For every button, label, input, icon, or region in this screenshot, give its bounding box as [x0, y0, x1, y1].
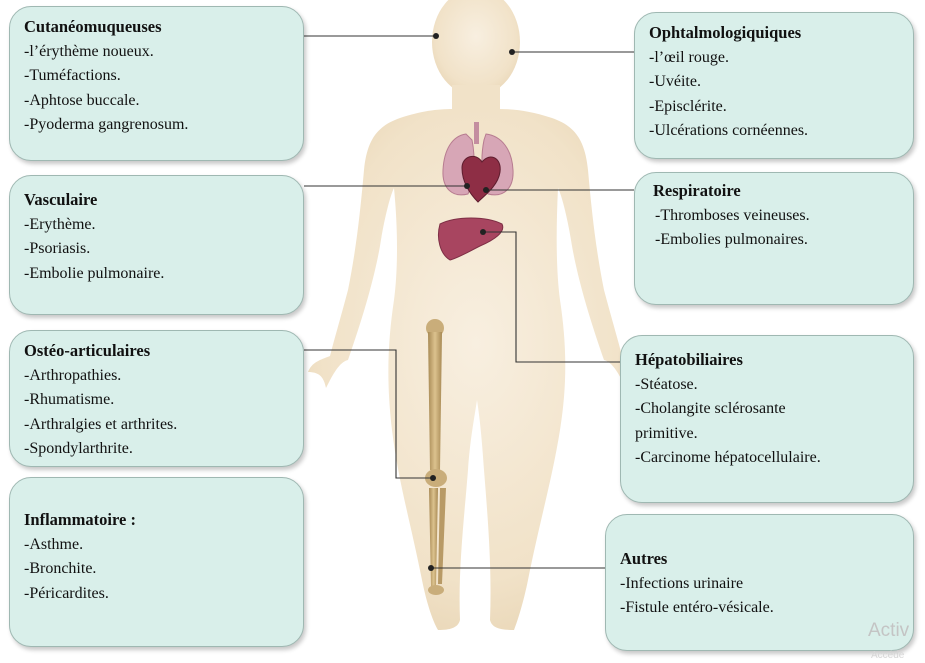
respiratoire-box: Respiratoire -Thromboses veineuses. -Emb… [634, 172, 914, 305]
list-item: -Carcinome hépatocellulaire. [635, 446, 899, 471]
list-item: -Ulcérations cornéennes. [649, 119, 899, 144]
box-title: Ophtalmologiquiques [649, 21, 899, 46]
list-item: -Erythème. [24, 213, 289, 238]
box-title: Vasculaire [24, 188, 289, 213]
cutaneomuqueuses-box: Cutanéomuqueuses -l’érythème noueux. -Tu… [9, 6, 304, 161]
list-item: -Fistule entéro-vésicale. [620, 596, 899, 621]
list-item: -Asthme. [24, 533, 289, 558]
list-item: -Cholangite sclérosante primitive. [635, 397, 835, 446]
list-item: -Aphtose buccale. [24, 89, 289, 114]
list-item: -Uvéite. [649, 70, 899, 95]
body-silhouette [308, 0, 644, 630]
list-item: -Embolie pulmonaire. [24, 262, 289, 287]
inflammatoire-box: Inflammatoire : -Asthme. -Bronchite. -Pé… [9, 477, 304, 647]
list-item: -Arthralgies et arthrites. [24, 413, 289, 438]
list-item: -Rhumatisme. [24, 388, 289, 413]
list-item: -Stéatose. [635, 373, 899, 398]
box-title: Cutanéomuqueuses [24, 15, 289, 40]
list-item: -Infections urinaire [620, 572, 899, 597]
box-title: Inflammatoire : [24, 508, 289, 533]
activation-watermark-sub: Accéde [871, 650, 904, 661]
list-item: -Embolies pulmonaires. [649, 228, 899, 253]
ophtalmologiques-box: Ophtalmologiquiques -l’œil rouge. -Uvéit… [634, 12, 914, 159]
box-title: Ostéo-articulaires [24, 339, 289, 364]
list-item: -Tuméfactions. [24, 64, 289, 89]
box-title: Hépatobiliaires [635, 348, 899, 373]
list-item: -l’érythème noueux. [24, 40, 289, 65]
list-item: -Episclérite. [649, 95, 899, 120]
list-item: -Spondylarthrite. [24, 437, 289, 462]
list-item: -Thromboses veineuses. [649, 204, 899, 229]
vasculaire-box: Vasculaire -Erythème. -Psoriasis. -Embol… [9, 175, 304, 315]
box-title: Autres [620, 547, 899, 572]
osteo-articulaires-box: Ostéo-articulaires -Arthropathies. -Rhum… [9, 330, 304, 467]
hepatobiliaires-box: Hépatobiliaires -Stéatose. -Cholangite s… [620, 335, 914, 503]
list-item: -Psoriasis. [24, 237, 289, 262]
box-title: Respiratoire [649, 179, 899, 204]
list-item: -Pyoderma gangrenosum. [24, 113, 289, 138]
list-item: -l’œil rouge. [649, 46, 899, 71]
list-item: -Bronchite. [24, 557, 289, 582]
list-item: -Arthropathies. [24, 364, 289, 389]
list-item: -Péricardites. [24, 582, 289, 607]
activation-watermark: Activ [868, 620, 909, 642]
